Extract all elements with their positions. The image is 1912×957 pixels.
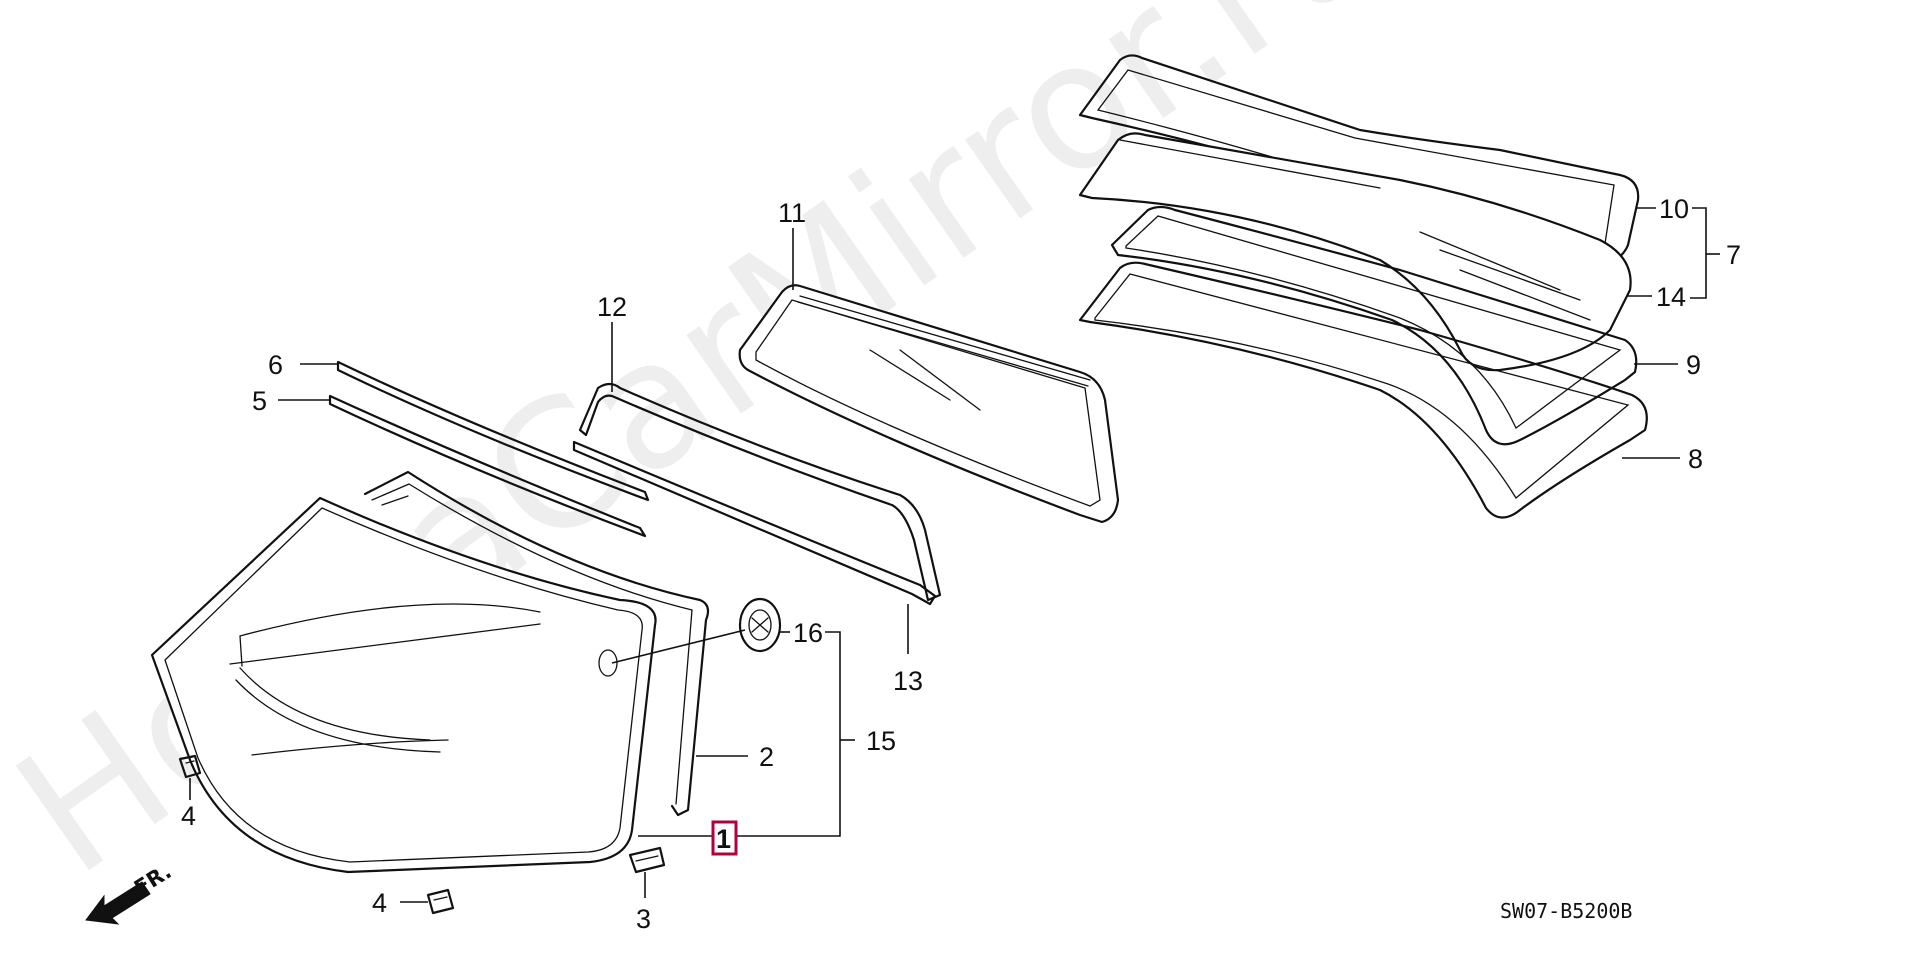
callout-12[interactable]: 12: [597, 292, 627, 322]
windshield-assembly[interactable]: [150, 496, 657, 874]
callout-4-upper[interactable]: 4: [181, 801, 196, 831]
diagram-code: SW07-B5200B: [1500, 899, 1632, 923]
clip-4-upper[interactable]: [178, 754, 202, 779]
callout-7[interactable]: 7: [1726, 240, 1741, 270]
callout-5[interactable]: 5: [252, 386, 267, 416]
clip-4-lower[interactable]: [426, 888, 455, 915]
callout-14[interactable]: 14: [1656, 282, 1686, 312]
rear-window-seal-12[interactable]: [578, 382, 942, 602]
callout-4-lower[interactable]: 4: [372, 888, 387, 918]
callout-11[interactable]: 11: [778, 198, 806, 228]
rear-glass-frame-9[interactable]: [1110, 205, 1638, 446]
callout-9[interactable]: 9: [1686, 350, 1701, 380]
callout-8[interactable]: 8: [1688, 444, 1703, 474]
callout-16[interactable]: 16: [793, 618, 823, 648]
rear-window-glass-11[interactable]: [738, 284, 1120, 524]
callout-15[interactable]: 15: [866, 726, 896, 756]
dam-rubber[interactable]: [363, 470, 710, 817]
callout-3[interactable]: 3: [636, 904, 651, 934]
callout-6[interactable]: 6: [268, 350, 283, 380]
rear-glass-14[interactable]: [1078, 132, 1632, 372]
leader-lines: [189, 207, 1720, 903]
callout-13[interactable]: 13: [893, 666, 923, 696]
front-arrow-icon: [85, 881, 151, 925]
fastener-3[interactable]: [628, 846, 666, 874]
callout-10[interactable]: 10: [1659, 194, 1689, 224]
mirror-mount-16[interactable]: [738, 597, 782, 653]
callout-labels: 6 5 12 11 13 16 15 2 1 3 4 4 10 7 14 9 8: [181, 194, 1741, 934]
rear-window-molding-13[interactable]: [572, 440, 937, 606]
molding-5[interactable]: [328, 394, 647, 538]
callout-1[interactable]: 1: [716, 824, 731, 854]
rear-glass-frame-8[interactable]: [1078, 261, 1648, 519]
callout-2[interactable]: 2: [759, 742, 774, 772]
molding-6[interactable]: [336, 360, 650, 502]
highlight-box: [711, 820, 738, 856]
